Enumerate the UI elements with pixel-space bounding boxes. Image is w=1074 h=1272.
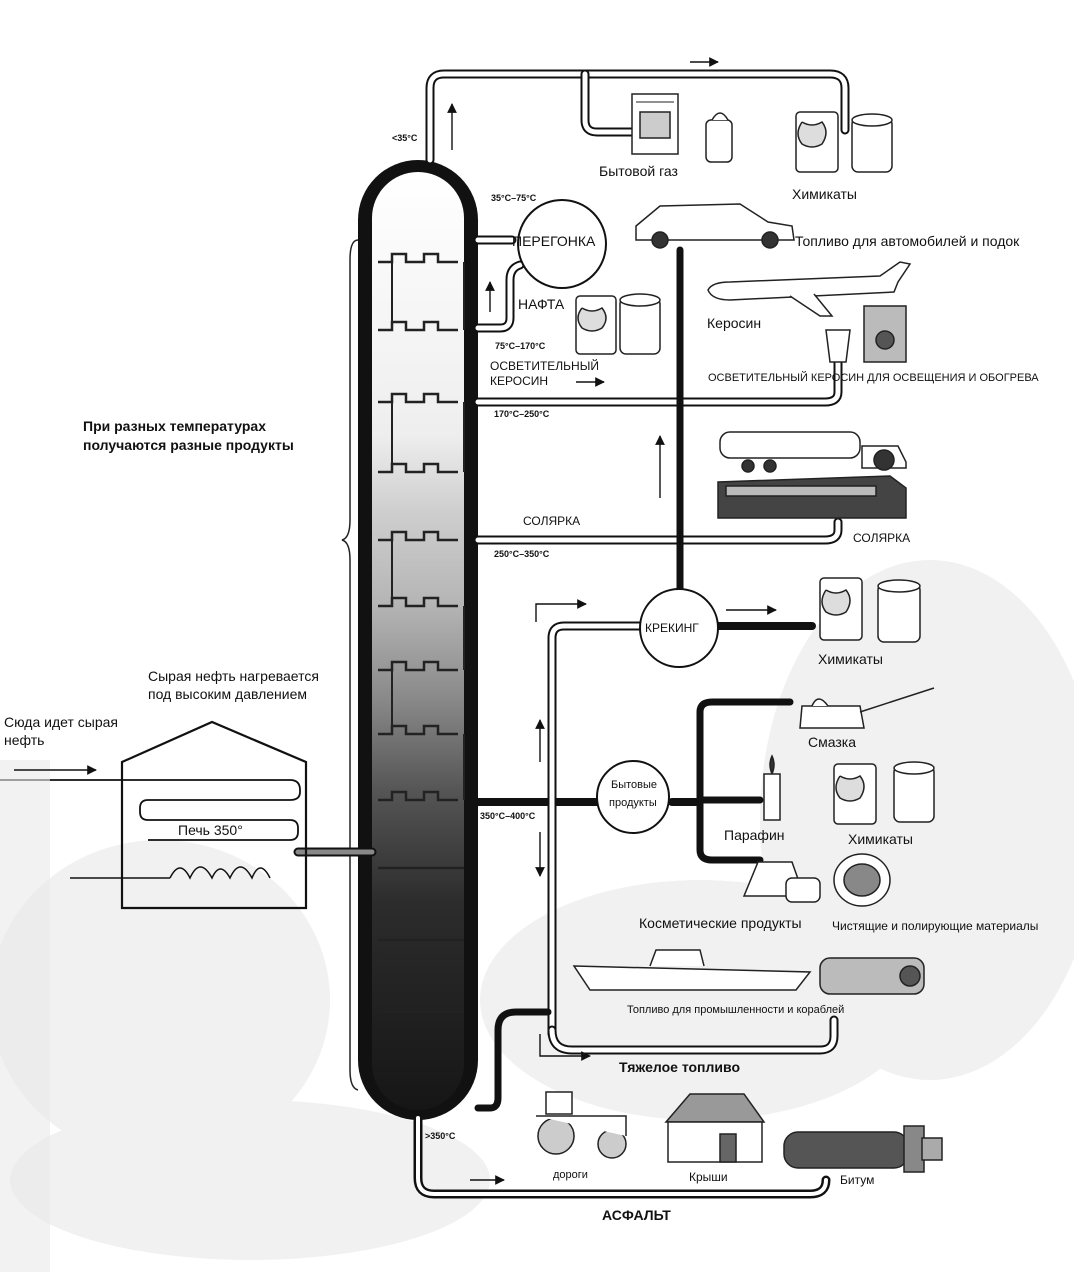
stove-icon: [631, 93, 679, 155]
roofs-label: Крыши: [689, 1170, 728, 1184]
cracking-circle: [639, 588, 719, 668]
lamp-heater-icon: [825, 305, 907, 363]
boiler-icon: [819, 957, 925, 995]
crude-in-line2: нефть: [4, 732, 45, 748]
candle-icon: [763, 754, 781, 821]
lighting-kerosene-line1: ОСВЕТИТЕЛЬНЫЙ: [490, 359, 599, 373]
temp-75-170: 75°C–170°C: [495, 341, 546, 351]
chemicals-cracking-icon: [819, 577, 921, 643]
distillation-column: [358, 160, 478, 1120]
temp-250-350: 250°C–350°C: [494, 549, 550, 559]
chemicals-low-icon: [833, 761, 935, 825]
locomotive-icon: [717, 475, 907, 519]
chemicals-bag-jar-icon: [795, 111, 893, 173]
gas-cylinder-icon: [705, 112, 733, 163]
distillation-circle: [517, 199, 607, 289]
diesel-product-label: СОЛЯРКА: [853, 531, 911, 545]
household-gas-label: Бытовой газ: [599, 163, 678, 179]
diesel-pipe-label: СОЛЯРКА: [523, 514, 581, 528]
heated-line1: Сырая нефть нагревается: [148, 668, 319, 684]
temp-top: <35°C: [392, 133, 418, 143]
distillation-label: ПЕРЕГОНКА: [512, 233, 596, 249]
temps-title-line1: При разных температурах: [83, 418, 266, 434]
house-icon: [664, 1093, 766, 1163]
temp-over-350: >350°C: [425, 1131, 456, 1141]
bitumen-pipe-icon: [783, 1125, 943, 1173]
chemicals-mid-label: Химикаты: [818, 651, 883, 667]
crude-inlet-shadow: [0, 760, 50, 1272]
temps-title-line2: получаются разные продукты: [83, 437, 294, 453]
temp-350-400: 350°C–400°C: [480, 811, 536, 821]
household-products-line2: продукты: [609, 797, 657, 809]
temp-170-250: 170°C–250°C: [494, 409, 550, 419]
tanker-truck-icon: [719, 431, 907, 473]
process-circles: [517, 199, 719, 834]
temperature-range-bracket: [341, 239, 359, 1091]
cracking-label: КРЕКИНГ: [645, 621, 699, 635]
cleaning-label: Чистящие и полирующие материалы: [832, 919, 1039, 933]
lubricant-label: Смазка: [808, 734, 857, 750]
paraffin-label: Парафин: [724, 827, 785, 843]
household-products-circle: [596, 760, 670, 834]
airplane-icon: [707, 261, 912, 317]
ship-icon: [572, 949, 812, 991]
asphalt-label: АСФАЛЬТ: [602, 1207, 671, 1223]
heavy-fuel-label: Тяжелое топливо: [619, 1059, 740, 1075]
furnace-label: Печь 350°: [178, 822, 243, 838]
bitumen-label: Битум: [840, 1173, 875, 1187]
cosmetics-label: Косметические продукты: [639, 915, 802, 931]
polish-tin-icon: [833, 853, 891, 907]
chemicals-naphtha-icon: [575, 293, 661, 355]
pipes: [293, 69, 850, 1199]
kerosene-label: Керосин: [707, 315, 762, 331]
lighting-kerosene-line2: КЕРОСИН: [490, 374, 549, 388]
cosmetics-icon: [742, 861, 821, 903]
background-texture: [0, 560, 1074, 1260]
car-boat-fuel-label: Топливо для автомобилей и подок: [795, 233, 1020, 249]
flow-arrows: [14, 57, 777, 1185]
chemicals-low-label: Химикаты: [848, 831, 913, 847]
road-roller-icon: [536, 1091, 627, 1159]
furnace: [0, 720, 308, 910]
chemicals-top-label: Химикаты: [792, 186, 857, 202]
household-products-line1: Бытовые: [611, 779, 658, 791]
roads-label: дороги: [553, 1169, 588, 1181]
car-icon: [635, 203, 795, 249]
naphtha-label: НАФТА: [518, 296, 565, 312]
heated-line2: под высоким давлением: [148, 686, 308, 702]
oil-can-icon: [799, 687, 935, 729]
crude-in-line1: Сюда идет сырая: [4, 714, 118, 730]
industry-fuel-label: Топливо для промышленности и кораблей: [627, 1004, 845, 1016]
temp-35-75: 35°C–75°C: [491, 193, 537, 203]
lighting-kerosene-use-label: ОСВЕТИТЕЛЬНЫЙ КЕРОСИН ДЛЯ ОСВЕЩЕНИЯ И ОБ…: [708, 372, 1039, 384]
